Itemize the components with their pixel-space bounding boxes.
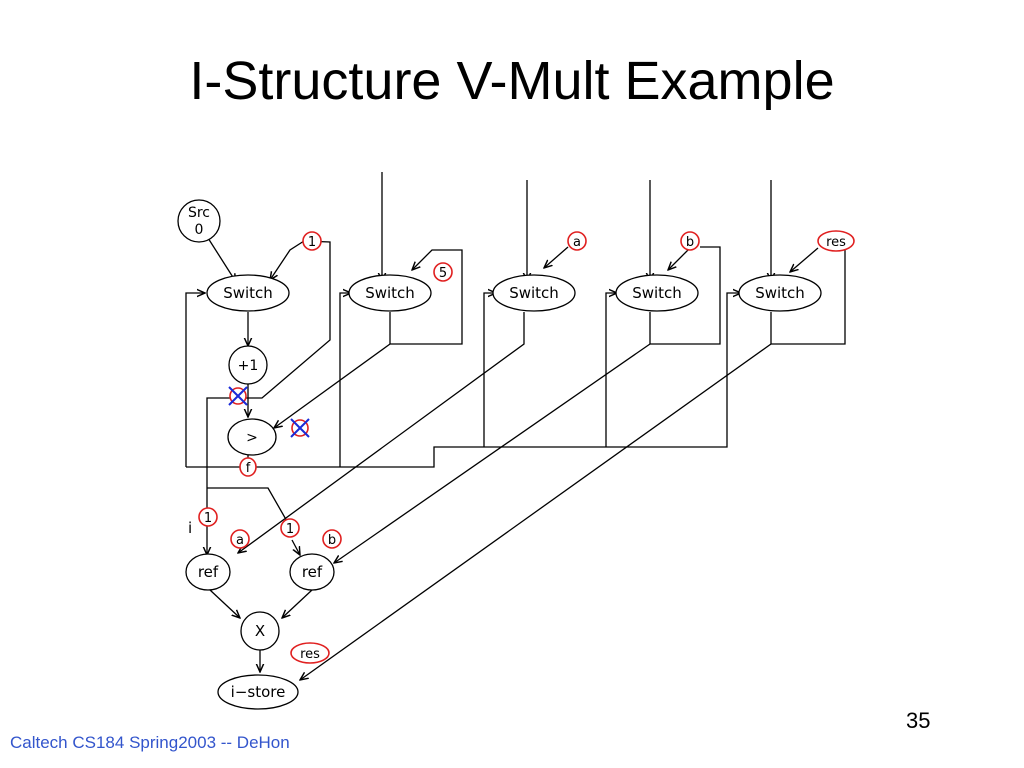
token-1-top: 1 [302,231,322,251]
token-b-top: b [680,231,700,251]
svg-text:1: 1 [204,511,212,526]
ref-node-1: ref [185,553,231,591]
feedback-switch1 [185,293,205,467]
wires [185,172,846,680]
multiply-node: X [240,611,280,651]
token-b-bottom: b [322,529,342,549]
switch-label: Switch [755,284,805,302]
token-a-bottom: a [230,529,250,549]
src-to-switch1 [207,237,236,282]
loop-switch1 [206,240,331,510]
compare-node: > [227,418,277,456]
token-b-to-switch4 [668,247,691,270]
ref2-to-mult [282,589,313,618]
footer-credit: Caltech CS184 Spring2003 -- DeHon [10,733,290,752]
token1-to-switch1 [270,240,305,280]
switch-node-1: Switch [206,274,290,312]
switch-node-4: Switch [615,274,699,312]
token-a-top: a [567,231,587,251]
feedback-switch3 [483,293,496,447]
switch-node-3: Switch [492,274,576,312]
svg-text:res: res [300,647,320,662]
loop-switch2 [389,249,463,345]
ref1-to-mult [209,589,240,618]
cancelled-token-left [228,386,248,406]
svg-text:1: 1 [308,235,316,250]
i-branch-right [207,487,293,531]
page-number: 35 [906,708,931,733]
switch-label: Switch [632,284,682,302]
token-1-right: 1 [280,518,300,538]
token-res-top: res [817,230,855,252]
i-label: i [188,519,192,537]
switch-label: Switch [223,284,273,302]
switch-node-5: Switch [738,274,822,312]
increment-label: +1 [238,358,259,374]
switch4-to-ref2 [334,343,651,563]
increment-node: +1 [228,345,268,385]
loop-switch4 [649,246,721,345]
token-f: f [239,457,257,477]
istore-node: i−store [217,674,299,710]
src-value: 0 [195,222,204,238]
ref-label: ref [302,563,323,581]
token-res-to-switch5 [790,247,819,272]
switch-label: Switch [365,284,415,302]
svg-text:res: res [826,235,846,250]
token-1-left: 1 [198,507,218,527]
src-node: Src 0 [177,199,221,243]
ref-label: ref [198,563,219,581]
token-5: 5 [433,262,453,282]
token-a-to-switch3 [544,246,569,268]
svg-text:a: a [236,533,244,548]
i-to-ref2 [291,539,300,555]
svg-text:1: 1 [286,522,294,537]
switch5-to-istore [300,343,772,680]
svg-text:a: a [573,235,581,250]
svg-text:5: 5 [439,266,447,281]
feedback-switch4 [605,293,617,447]
switch3-to-ref1 [238,312,525,553]
feedback-bus [186,293,741,468]
switch2-to-compare [274,343,391,428]
slide-title: I-Structure V-Mult Example [189,51,835,111]
ref-node-2: ref [289,553,335,591]
cancelled-token-right [290,418,310,438]
feedback-switch2 [339,293,351,467]
svg-text:b: b [686,235,694,250]
svg-text:f: f [246,461,251,476]
multiply-label: X [255,622,265,640]
switch-label: Switch [509,284,559,302]
switch-node-2: Switch [348,274,432,312]
compare-label: > [246,430,258,446]
src-label: Src [188,205,210,221]
svg-text:b: b [328,533,336,548]
token-res-bottom: res [290,642,330,664]
istore-label: i−store [231,683,286,701]
